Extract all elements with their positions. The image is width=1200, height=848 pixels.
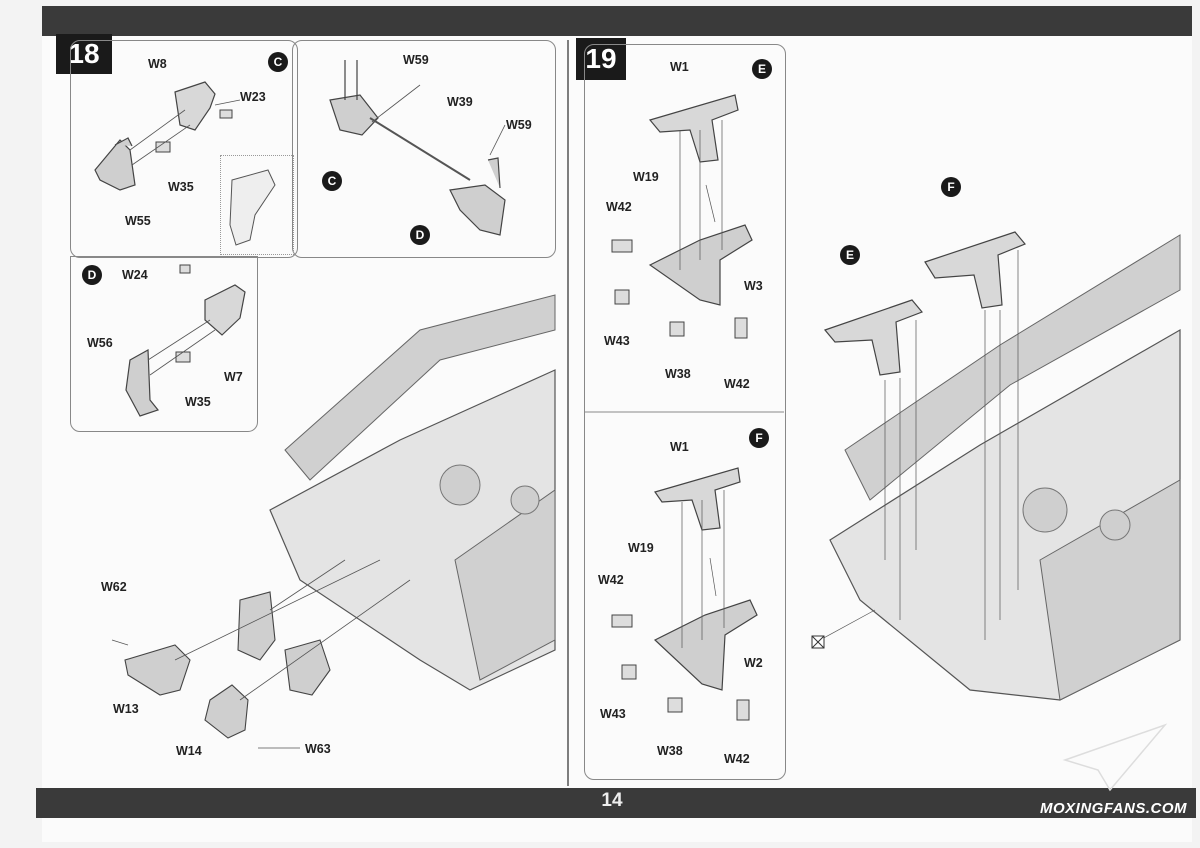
badge-c: C: [268, 52, 288, 72]
part-w1-f: [654, 467, 741, 531]
part-w7: [204, 284, 246, 336]
label-w2: W2: [744, 656, 763, 670]
badge-e-panel: E: [752, 59, 772, 79]
label-w13: W13: [113, 702, 139, 716]
arm-e: [823, 299, 923, 376]
label-w8: W8: [148, 57, 167, 71]
label-w39: W39: [447, 95, 473, 109]
label-w59-right: W59: [506, 118, 532, 132]
badge-e-main: E: [840, 245, 860, 265]
badge-f-panel: F: [749, 428, 769, 448]
badge-f-main: F: [941, 177, 961, 197]
label-w7: W7: [224, 370, 243, 384]
part-d-assembly: [449, 157, 506, 236]
label-w63: W63: [305, 742, 331, 756]
step-18-panel-right: [292, 40, 556, 258]
label-w19-f: W19: [628, 541, 654, 555]
step-18-panel-d: [70, 256, 258, 432]
label-w43-f: W43: [600, 707, 626, 721]
label-w1-f: W1: [670, 440, 689, 454]
part-w1-e: [648, 94, 739, 163]
label-w23: W23: [240, 90, 266, 104]
label-w38-e: W38: [665, 367, 691, 381]
label-w62: W62: [101, 580, 127, 594]
label-w43-e: W43: [604, 334, 630, 348]
label-w1-e: W1: [670, 60, 689, 74]
part-w8: [174, 81, 216, 131]
track-18: [284, 294, 556, 681]
label-w35: W35: [168, 180, 194, 194]
label-w42b-e: W42: [724, 377, 750, 391]
part-w3: [648, 224, 753, 306]
part-w56-main: [284, 639, 331, 696]
part-c-assembly: [329, 60, 379, 136]
part-w55-main: [237, 591, 276, 661]
part-w56: [125, 349, 160, 417]
label-w42a-e: W42: [606, 200, 632, 214]
part-w14: [204, 684, 249, 739]
top-bar: [42, 6, 1192, 36]
inset-box: [220, 155, 294, 255]
label-w3: W3: [744, 279, 763, 293]
part-w13: [124, 644, 191, 696]
arm-f: [924, 231, 1026, 309]
label-w59-top: W59: [403, 53, 429, 67]
label-w14: W14: [176, 744, 202, 758]
label-w56: W56: [87, 336, 113, 350]
bottom-bar: [36, 788, 1196, 818]
label-w24: W24: [122, 268, 148, 282]
label-w19-e: W19: [633, 170, 659, 184]
label-w42a-f: W42: [598, 573, 624, 587]
watermark-text: MOXINGFANS.COM: [1040, 800, 1188, 817]
label-w42b-f: W42: [724, 752, 750, 766]
label-w35-d: W35: [185, 395, 211, 409]
step-19-side-panel: [584, 44, 786, 780]
label-w55: W55: [125, 214, 151, 228]
part-w2: [653, 599, 758, 691]
part-w55: [94, 137, 136, 191]
badge-c-assembly: C: [322, 171, 342, 191]
label-w38-f: W38: [657, 744, 683, 758]
badge-d-assembly: D: [410, 225, 430, 245]
step-18-panel-c: [70, 40, 298, 258]
page-number: 14: [601, 790, 623, 811]
badge-d: D: [82, 265, 102, 285]
